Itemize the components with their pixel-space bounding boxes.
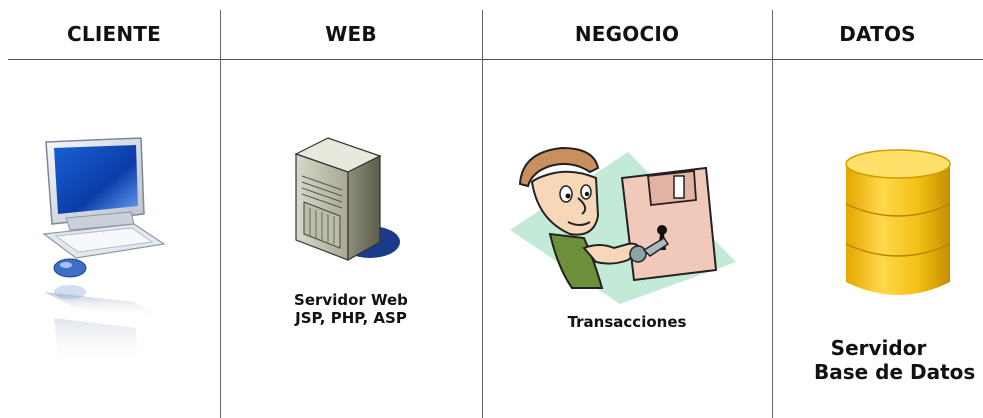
web-caption-line2: JSP, PHP, ASP xyxy=(295,309,407,327)
column-title-web: WEB xyxy=(325,22,377,46)
header-divider xyxy=(8,59,983,60)
negocio-caption: Transacciones xyxy=(567,313,687,331)
desktop-computer-icon xyxy=(42,137,166,368)
column-title-negocio: NEGOCIO xyxy=(574,22,680,46)
web-caption-line1: Servidor Web xyxy=(294,291,408,309)
column-divider-1 xyxy=(220,10,221,418)
datos-caption-line2: Base de Datos xyxy=(814,360,976,384)
transaction-man-icon xyxy=(510,146,736,304)
column-title-cliente: CLIENTE xyxy=(67,22,161,46)
web-caption: Servidor Web JSP, PHP, ASP xyxy=(220,291,482,327)
datos-caption-line1: Servidor xyxy=(830,336,927,360)
column-title-datos: DATOS xyxy=(839,22,916,46)
column-divider-3 xyxy=(772,10,773,418)
column-divider-2 xyxy=(482,10,483,418)
database-icon xyxy=(845,149,951,295)
datos-caption: Servidor Base de Datos xyxy=(774,336,983,384)
web-server-icon xyxy=(294,137,400,262)
